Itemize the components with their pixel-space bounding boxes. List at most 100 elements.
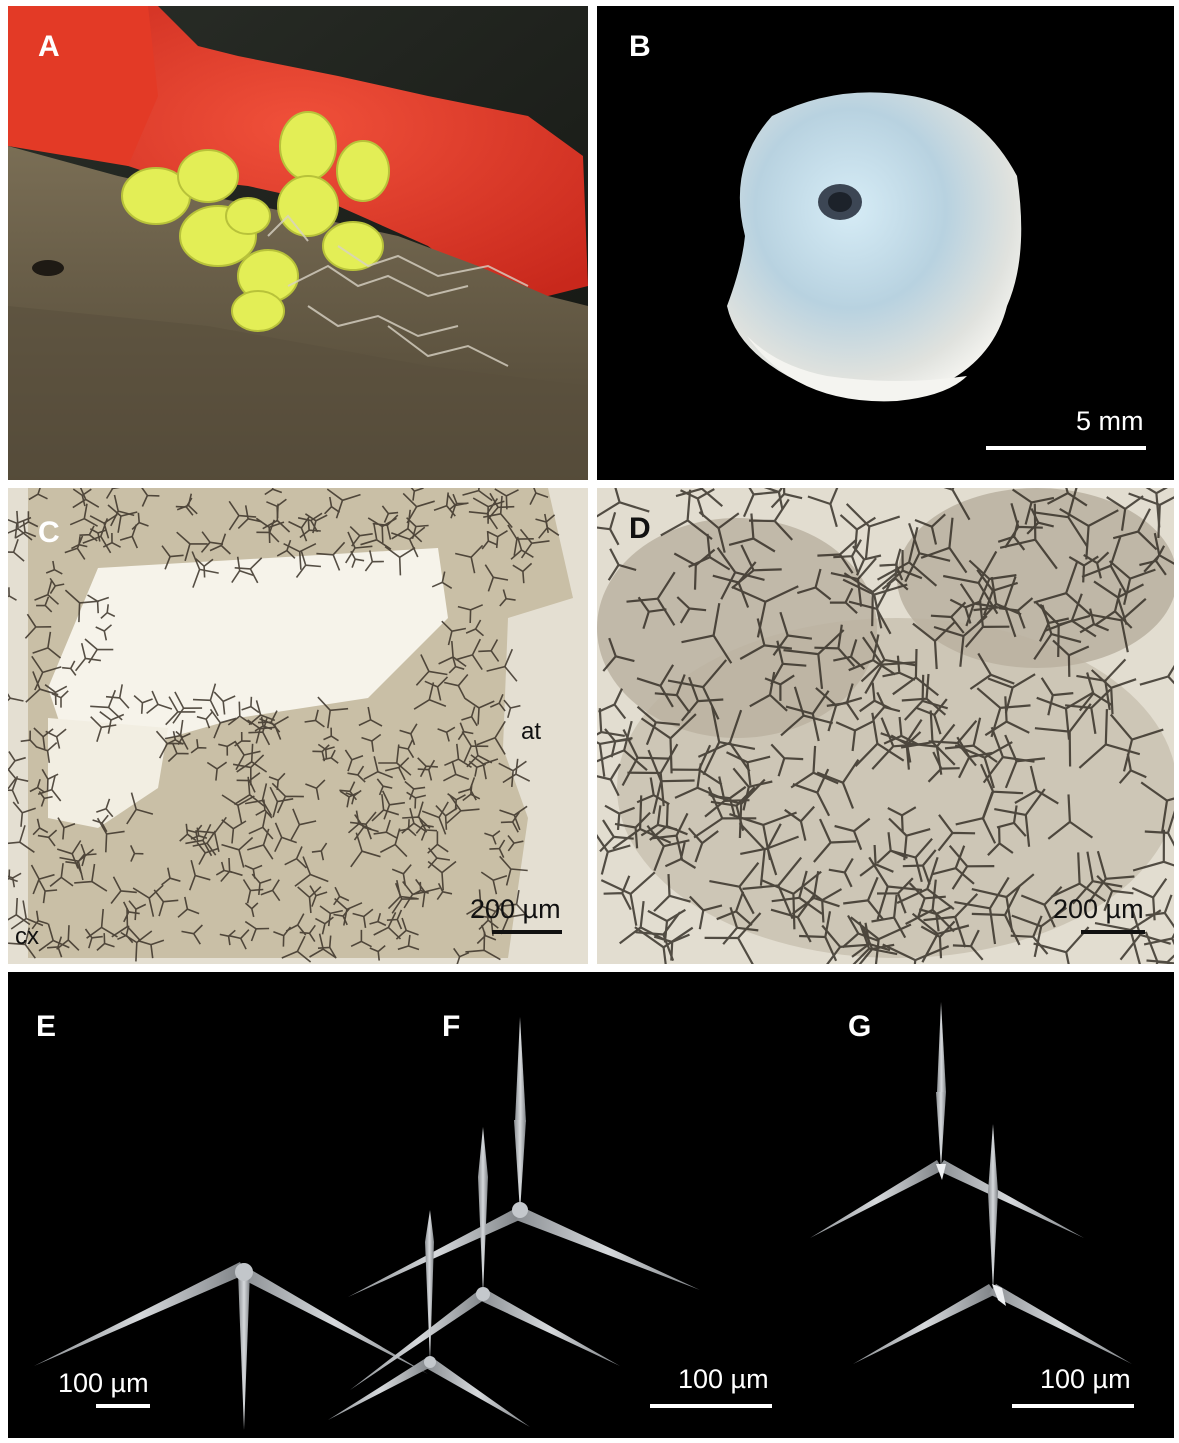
spicule-texture: [675, 488, 724, 508]
scale-bar-label: 100 µm: [1040, 1364, 1131, 1394]
spicule-texture: [363, 756, 393, 780]
spicule-texture: [273, 926, 292, 947]
spicule-texture: [803, 886, 843, 923]
spicule-texture: [697, 709, 751, 772]
spicule-texture: [251, 873, 272, 895]
spicule-g-2: [853, 1124, 1132, 1364]
spicule-texture: [457, 722, 474, 741]
spicule-texture: [937, 814, 976, 852]
spicule-texture: [845, 503, 901, 559]
spicule-texture: [465, 619, 485, 637]
panel-a-label: A: [38, 30, 60, 63]
spicule-texture: [177, 896, 200, 918]
spicule-texture: [37, 775, 62, 802]
spicule-texture: [90, 689, 123, 721]
spicule-texture: [364, 550, 384, 572]
spicule-texture: [295, 550, 321, 578]
scale-bar-line: [96, 1404, 150, 1408]
spicule-texture: [387, 880, 418, 910]
spicule-texture: [8, 538, 25, 562]
spicule-texture: [228, 929, 250, 950]
spicule-texture: [1059, 507, 1119, 560]
spicule-texture: [850, 916, 912, 964]
spicule-texture: [597, 834, 631, 875]
spicule-texture: [369, 912, 387, 927]
spicule-texture: [604, 804, 635, 830]
spicule-texture: [943, 488, 971, 521]
spicule-texture: [502, 758, 531, 784]
spicule-texture: [161, 867, 181, 886]
spicule-texture: [466, 889, 497, 915]
spicule-texture: [722, 906, 759, 945]
spicule-texture: [486, 648, 518, 682]
spicule-texture: [828, 857, 854, 888]
spicule-texture: [220, 857, 243, 883]
spicule-texture: [868, 856, 923, 920]
spicule-texture: [783, 629, 845, 690]
spicule-texture: [476, 720, 506, 755]
spicule-texture: [269, 786, 294, 818]
spicule-texture: [597, 763, 622, 797]
panel-c-micrograph: C at cx 200 µm: [8, 488, 588, 964]
spicule-texture: [1081, 536, 1127, 594]
spicule-texture: [499, 855, 528, 886]
spicule-texture: [859, 844, 894, 877]
spicule-texture: [384, 545, 416, 576]
spicule-texture: [448, 657, 465, 674]
spicule-texture: [1094, 909, 1162, 964]
spicule-texture: [376, 778, 393, 796]
spicule-texture: [347, 810, 372, 834]
spicule-texture: [441, 620, 467, 646]
spicule-texture: [653, 874, 691, 912]
spicule-texture: [815, 687, 863, 732]
spicule-texture: [784, 805, 816, 841]
panel-b-photo: B 5 mm: [597, 6, 1174, 480]
spicule-texture: [110, 494, 135, 527]
spicule-texture: [45, 560, 63, 575]
spicule-texture: [598, 688, 627, 720]
scale-bar-line: [986, 446, 1146, 450]
spicule-texture: [693, 786, 757, 839]
spicule-f-1: [348, 1017, 700, 1297]
spicule-texture: [954, 876, 1010, 945]
spicule-texture: [175, 730, 191, 745]
spicule-texture: [424, 676, 449, 701]
scale-bar-label: 5 mm: [1076, 406, 1144, 436]
spicule-texture: [470, 754, 499, 780]
spicule-texture: [36, 596, 53, 613]
scale-bar-label: 200 µm: [470, 894, 561, 924]
spicule-texture: [443, 760, 470, 782]
spicule-texture: [455, 544, 484, 574]
spicule-texture: [8, 587, 17, 601]
spicule-texture: [481, 530, 498, 550]
spicule-texture: [427, 860, 457, 891]
spicule-texture: [1143, 932, 1174, 946]
spicule-texture: [397, 739, 415, 759]
annotation-cx: cx: [15, 923, 39, 950]
spicule-texture: [247, 828, 274, 860]
spicule-texture: [1090, 669, 1137, 715]
spicule-texture: [8, 768, 29, 790]
spicule-texture: [421, 801, 449, 835]
spicule-texture: [192, 683, 219, 717]
spicule-texture: [829, 587, 858, 615]
spicule-texture: [31, 655, 62, 691]
spicule-texture: [507, 835, 524, 852]
spicule-texture: [309, 933, 337, 959]
spicule-texture: [96, 933, 115, 951]
spicule-texture: [373, 819, 398, 840]
spicule-texture: [137, 939, 165, 959]
scale-bar-line: [1012, 1404, 1134, 1408]
spicule-texture: [381, 505, 399, 523]
spicule-texture: [290, 808, 317, 841]
spicule-texture: [8, 693, 24, 702]
panel-b-scale-bar: 5 mm: [986, 406, 1146, 456]
spicule-f-2: [350, 1127, 620, 1390]
specimen: [727, 92, 1022, 399]
spicule-texture: [959, 583, 998, 627]
panel-b-image: [597, 6, 1174, 480]
spicule-texture: [464, 697, 495, 725]
spicule-texture: [651, 812, 689, 860]
spicule-texture: [680, 676, 724, 722]
spicule-texture: [262, 503, 291, 533]
